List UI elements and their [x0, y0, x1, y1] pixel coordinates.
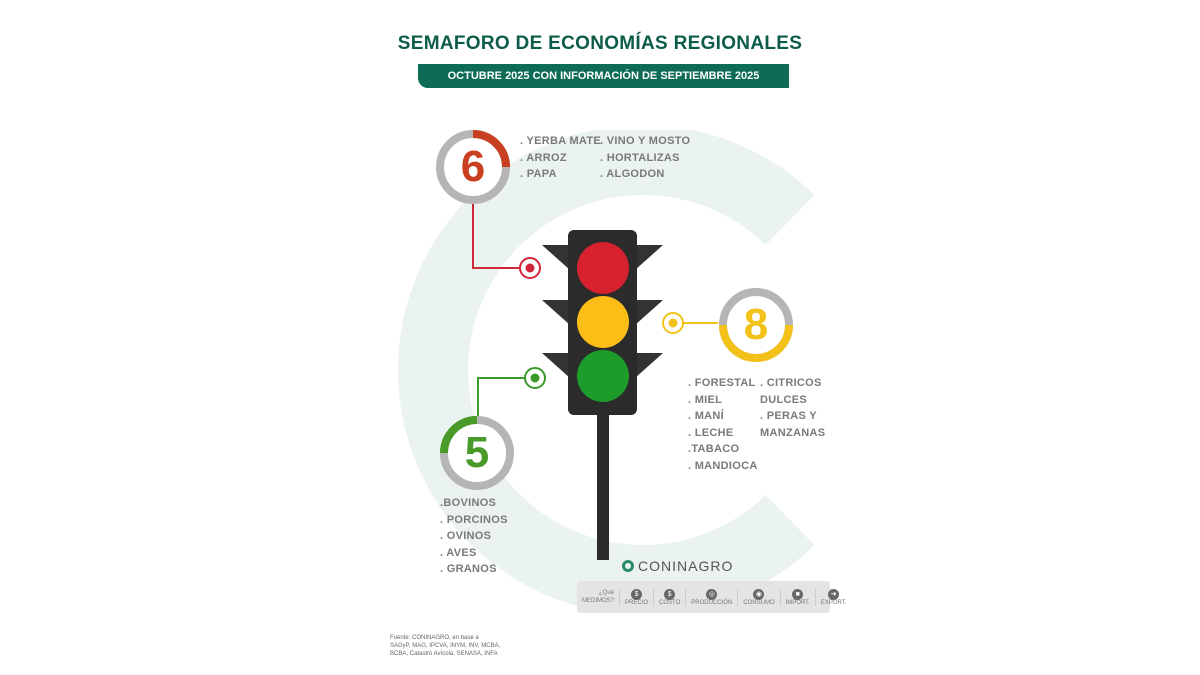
list-item: DULCES: [760, 393, 808, 406]
list-item: . MANÍ: [688, 410, 725, 422]
cost-icon: $: [664, 588, 676, 600]
red-count-ring: [436, 130, 510, 204]
page-title: SEMAFORO DE ECONOMÍAS REGIONALES: [397, 33, 803, 54]
metric-consumo: ◉CONSUMO: [737, 588, 779, 606]
list-item: . AVES: [440, 546, 477, 559]
metric-costo: $COSTO: [653, 588, 685, 606]
list-item: . LECHE: [688, 426, 734, 439]
list-item: .BOVINOS: [440, 497, 497, 509]
yellow-light: [577, 296, 629, 348]
source-line: SAGyP, MAG, IPCVA, INYM, INV, MCBA,: [390, 643, 501, 649]
traffic-light: [542, 230, 663, 560]
metric-label: PRODUCCIÓN: [691, 599, 733, 606]
yellow-count-ring: [719, 288, 793, 362]
list-item: . MIEL: [688, 393, 723, 406]
production-icon: ◎: [706, 588, 718, 600]
logo-icon: [622, 560, 634, 572]
medimos-label: MEDIMOS?: [582, 598, 615, 604]
metric-label: CONSUMO: [743, 599, 775, 606]
list-item: . OVINOS: [440, 530, 492, 542]
metric-import: ■IMPORT.: [779, 588, 815, 606]
list-item: . MANDIOCA: [688, 459, 758, 472]
list-item: . HORTALIZAS: [600, 151, 680, 164]
list-item: . VINO Y MOSTO: [600, 135, 691, 147]
medimos-bar: ¿Qué MEDIMOS? $PRECIO $COSTO ◎PRODUCCIÓN…: [577, 581, 846, 613]
brand-name: CONINAGRO: [638, 558, 734, 574]
list-item: . PORCINOS: [440, 513, 508, 526]
metric-export: ➜EXPORT.: [814, 588, 852, 606]
import-icon: ■: [792, 588, 804, 600]
price-icon: $: [631, 588, 643, 600]
green-light: [577, 350, 629, 402]
metric-label: IMPORT.: [785, 599, 810, 606]
yellow-count: 8: [743, 300, 769, 349]
metric-label: COSTO: [659, 599, 681, 606]
list-item: . ARROZ: [520, 151, 567, 164]
metric-precio: $PRECIO: [619, 588, 653, 606]
coninagro-logo: CONINAGRO: [622, 558, 733, 574]
list-item: .TABACO: [688, 443, 740, 455]
green-count-ring: [440, 416, 514, 490]
list-item: MANZANAS: [760, 426, 826, 439]
source-line: BCBA, Catastro Avícola, SENASA, INFA: [390, 651, 498, 657]
metric-produccion: ◎PRODUCCIÓN: [685, 588, 737, 606]
list-item: . FORESTAL: [688, 377, 756, 389]
list-item: . ALGODON: [600, 168, 665, 180]
red-light: [577, 242, 629, 294]
metric-label: PRECIO: [625, 599, 649, 606]
list-item: . YERBA MATE: [520, 135, 602, 147]
consumption-icon: ◉: [753, 588, 765, 600]
list-item: . PERAS Y: [760, 410, 817, 422]
source-line: Fuente: CONINAGRO, en base a: [390, 635, 479, 641]
list-item: . CITRICOS: [760, 377, 822, 389]
red-count: 6: [460, 142, 486, 191]
medimos-label: ¿Qué: [599, 590, 615, 596]
list-item: . PAPA: [520, 168, 557, 180]
source-note: Fuente: CONINAGRO, en base a SAGyP, MAG,…: [390, 634, 500, 658]
subtitle-banner: OCTUBRE 2025 CON INFORMACIÓN DE SEPTIEMB…: [418, 64, 789, 88]
background-c-logo: [398, 130, 815, 610]
list-item: . GRANOS: [440, 563, 497, 575]
metric-label: EXPORT.: [820, 599, 847, 606]
export-icon: ➜: [828, 588, 840, 600]
green-count: 5: [464, 428, 490, 477]
